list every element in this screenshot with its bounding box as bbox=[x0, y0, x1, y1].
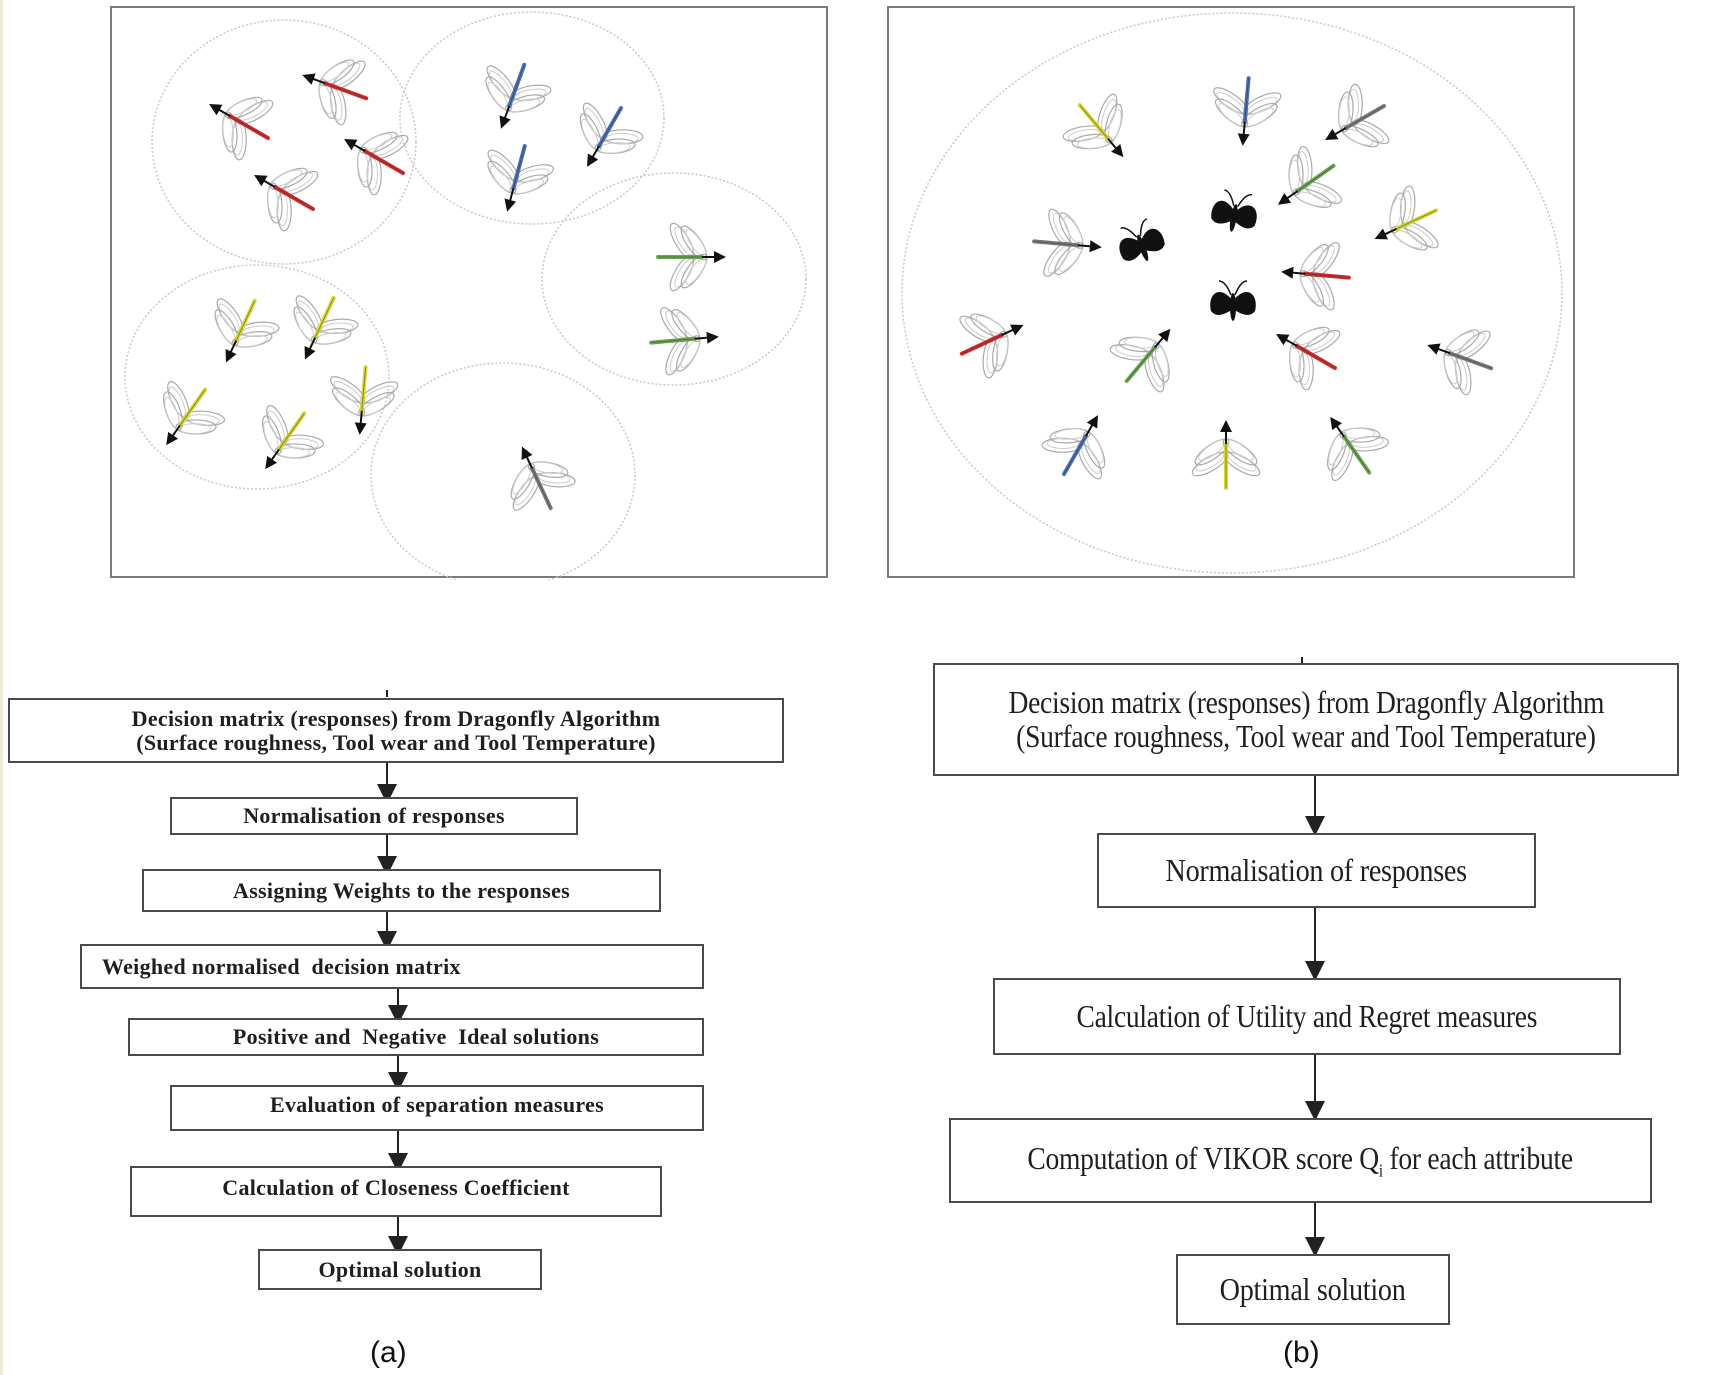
flow-b-vikor-subscript: i bbox=[1379, 1159, 1384, 1180]
flow-b-step-vikor: Computation of VIKOR score Qi for each a… bbox=[949, 1118, 1652, 1203]
flow-a-step-weighed-matrix-label: Weighed normalised decision matrix bbox=[102, 953, 461, 979]
dragonfly-icon bbox=[1191, 420, 1261, 490]
dragonfly-icon bbox=[649, 307, 719, 376]
dragonfly-icon bbox=[1427, 329, 1494, 396]
flow-b-step-decision-matrix-line1: Decision matrix (responses) from Dragonf… bbox=[1008, 683, 1604, 720]
dragonfly-icon bbox=[1109, 328, 1171, 393]
dragonfly-icon bbox=[1277, 145, 1343, 208]
flow-a-step-optimal: Optimal solution bbox=[258, 1249, 542, 1290]
swarm-diagram-b bbox=[901, 12, 1563, 574]
flow-a-step-ideal-solutions-label: Positive and Negative Ideal solutions bbox=[232, 1024, 600, 1050]
dragonfly-icon bbox=[959, 313, 1024, 379]
flow-a-step-decision-matrix-line2: (Surface roughness, Tool wear and Tool T… bbox=[136, 729, 656, 755]
flow-b-step-optimal: Optimal solution bbox=[1176, 1254, 1450, 1325]
dragonfly-icon bbox=[344, 131, 409, 196]
cluster-boundary bbox=[370, 362, 636, 580]
dragonfly-icon bbox=[1325, 83, 1390, 148]
caption-a: (a) bbox=[370, 1336, 407, 1369]
flow-a-step-decision-matrix-line1: Decision matrix (responses) from Dragonf… bbox=[131, 706, 661, 732]
moth-icon bbox=[1210, 280, 1256, 321]
dragonfly-icon bbox=[1032, 208, 1102, 277]
dragonfly-icon bbox=[656, 222, 726, 292]
dragonfly-icon bbox=[1041, 415, 1106, 480]
cluster-boundary bbox=[151, 19, 417, 265]
cluster-boundary bbox=[541, 172, 807, 386]
dragonfly-icon bbox=[262, 404, 325, 470]
flow-a-step-closeness-label: Calculation of Closeness Coefficient bbox=[222, 1175, 570, 1200]
flow-b-step-optimal-label: Optimal solution bbox=[1220, 1270, 1406, 1307]
dragonfly-icon bbox=[1374, 185, 1439, 251]
flow-b-step-normalisation: Normalisation of responses bbox=[1097, 833, 1536, 908]
dragonfly-icon bbox=[1327, 416, 1390, 482]
flow-b-vikor-text: Computation of VIKOR score Q bbox=[1027, 1139, 1380, 1176]
moth-icon bbox=[1211, 189, 1257, 232]
dragonfly-icon bbox=[1213, 76, 1282, 146]
flow-b-step-utility-regret-label: Calculation of Utility and Regret measur… bbox=[1076, 997, 1538, 1034]
dragonfly-icon bbox=[1281, 242, 1351, 311]
cluster-boundary bbox=[399, 11, 665, 225]
dragonfly-icon bbox=[209, 96, 274, 161]
flow-b-step-normalisation-label: Normalisation of responses bbox=[1165, 851, 1468, 888]
cluster-boundary bbox=[901, 12, 1563, 574]
dragonfly-icon bbox=[1276, 326, 1341, 391]
dragonfly-icon bbox=[510, 446, 576, 511]
dragonfly-icon bbox=[163, 380, 226, 446]
dragonfly-icon bbox=[487, 144, 555, 212]
flow-a-step-weights: Assigning Weights to the responses bbox=[142, 869, 661, 912]
dragonfly-icon bbox=[293, 295, 359, 360]
flow-a-step-weighed-matrix: Weighed normalised decision matrix bbox=[80, 944, 704, 989]
cluster-boundary bbox=[124, 264, 390, 490]
flow-b-step-decision-matrix: Decision matrix (responses) from Dragonf… bbox=[933, 663, 1679, 776]
caption-b: (b) bbox=[1283, 1336, 1320, 1369]
swarm-panel-a bbox=[110, 6, 828, 580]
flow-b-vikor-suffix: for each attribute bbox=[1383, 1139, 1574, 1176]
dragonfly-icon bbox=[330, 365, 399, 435]
moth-icon bbox=[1119, 217, 1165, 262]
swarm-panel-b bbox=[887, 6, 1575, 578]
flow-a-step-separation: Evaluation of separation measures bbox=[170, 1085, 704, 1131]
flow-a-step-closeness: Calculation of Closeness Coefficient bbox=[130, 1166, 662, 1217]
dragonfly-icon bbox=[254, 167, 319, 232]
flow-b-step-vikor-label: Computation of VIKOR score Qi for each a… bbox=[1027, 1139, 1574, 1180]
dragonfly-icon bbox=[214, 298, 280, 363]
flow-b-step-utility-regret: Calculation of Utility and Regret measur… bbox=[993, 978, 1621, 1055]
flow-a-step-ideal-solutions: Positive and Negative Ideal solutions bbox=[128, 1018, 704, 1056]
left-edge-strip bbox=[0, 0, 3, 1375]
dragonfly-icon bbox=[1062, 93, 1124, 158]
flow-a-step-weights-label: Assigning Weights to the responses bbox=[233, 877, 570, 903]
flow-a-step-normalisation: Normalisation of responses bbox=[170, 797, 578, 835]
dragonfly-icon bbox=[579, 102, 644, 167]
swarm-diagram-a bbox=[124, 11, 807, 580]
flow-a-step-optimal-label: Optimal solution bbox=[318, 1256, 482, 1282]
flow-a-step-decision-matrix: Decision matrix (responses) from Dragonf… bbox=[8, 698, 784, 763]
flow-a-step-normalisation-label: Normalisation of responses bbox=[243, 803, 505, 829]
flow-a-step-separation-label: Evaluation of separation measures bbox=[269, 1092, 604, 1117]
dragonfly-icon bbox=[485, 62, 552, 129]
flow-b-step-decision-matrix-line2: (Surface roughness, Tool wear and Tool T… bbox=[1016, 717, 1596, 754]
dragonfly-icon bbox=[302, 59, 369, 126]
